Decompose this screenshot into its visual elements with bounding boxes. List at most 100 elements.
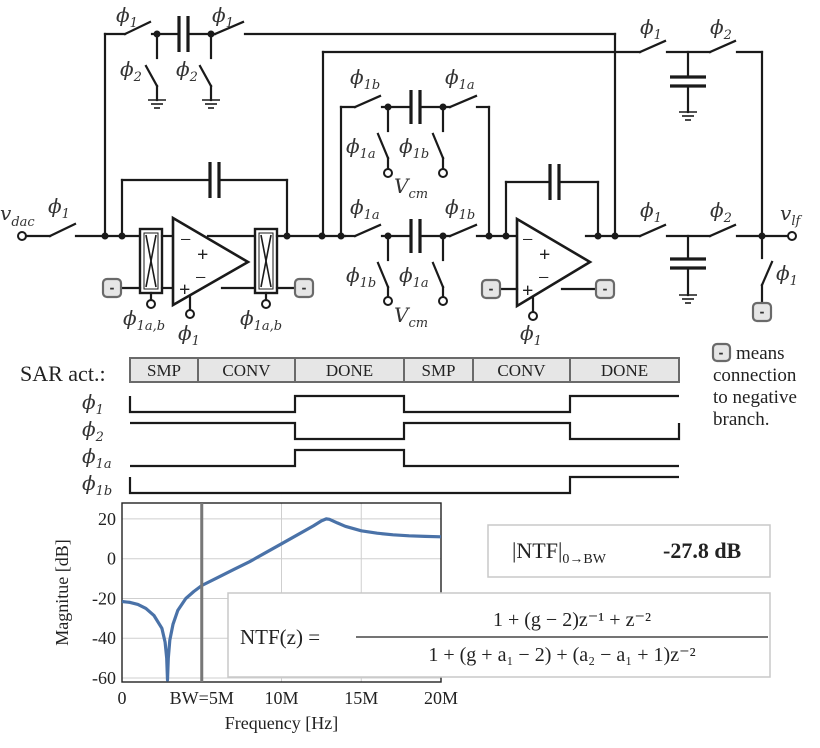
label-phi1a: ϕ1a	[346, 134, 376, 162]
x-axis-label: Frequency [Hz]	[225, 713, 338, 733]
x-tick-label: BW=5M	[170, 688, 234, 708]
opamp-1	[171, 215, 251, 308]
label-phi2: ϕ2	[176, 57, 198, 85]
opamp-2	[515, 216, 593, 309]
label-phi1: ϕ1	[640, 198, 662, 226]
ground-icon	[202, 99, 220, 109]
sar-activity-label: SAR act.:	[20, 361, 106, 386]
x-tick-label: 20M	[424, 688, 458, 708]
ntf-formula-numerator: 1 + (g − 2)z⁻¹ + z⁻²	[493, 609, 651, 631]
legend-note-line: branch.	[713, 409, 769, 430]
sar-state-label: SMP	[147, 361, 181, 380]
svg-text:+: +	[179, 279, 190, 301]
ntf-formula-lhs: NTF(z) =	[240, 625, 320, 649]
y-tick-label: -60	[92, 668, 116, 688]
switch-phi1b-bottom	[448, 223, 478, 238]
y-tick-label: 0	[107, 549, 116, 569]
label-phi1: ϕ1	[776, 261, 798, 289]
label-vcm: Vcm	[394, 174, 428, 202]
switch-phi1-top-left	[123, 20, 152, 36]
negative-branch-icon	[711, 342, 732, 363]
switch-phi1b-top	[353, 94, 382, 109]
svg-text:-: -	[719, 346, 724, 360]
label-phi1ab: ϕ1a,b	[240, 306, 282, 334]
switch-phi1a-top	[448, 94, 478, 109]
inband-ntf-label: |NTF|0→BW	[512, 538, 607, 567]
svg-text:+: +	[539, 244, 550, 266]
svg-text:−: −	[522, 229, 533, 251]
legend-note-line: means	[736, 343, 785, 364]
label-phi1b: ϕ1b	[399, 134, 429, 162]
label-phi1: ϕ1	[640, 15, 662, 43]
label-phi2: ϕ2	[710, 198, 732, 226]
ntf-formula-denominator: 1 + (g + a₁ − 2) + (a₂ − a₁ + 1)z⁻²	[428, 644, 695, 666]
switch-phi2-out-top	[708, 39, 737, 54]
switch-phi1-out-top	[638, 39, 667, 54]
x-tick-label: 10M	[264, 688, 298, 708]
inband-ntf-box: |NTF|0→BW -27.8 dB	[487, 524, 771, 578]
label-phi2: ϕ2	[710, 15, 732, 43]
inband-ntf-value: -27.8 dB	[663, 538, 742, 563]
legend-note-line: to negative	[713, 387, 797, 408]
label-phi1a: ϕ1a	[399, 263, 429, 291]
negative-branch-icon	[751, 301, 773, 323]
svg-text:+: +	[522, 280, 533, 302]
svg-text:-: -	[489, 282, 494, 296]
legend-note-line: connection	[713, 365, 797, 386]
timing-signal-label: ϕ2	[82, 417, 104, 445]
timing-signal-label: ϕ1b	[82, 471, 112, 499]
negative-branch-icon	[480, 278, 502, 300]
label-phi1: ϕ1	[116, 3, 138, 31]
input-terminal	[17, 231, 27, 241]
y-tick-label: 20	[98, 509, 116, 529]
timing-signal-label: ϕ1	[82, 390, 104, 418]
label-phi1ab: ϕ1a,b	[123, 306, 165, 334]
sar-state-label: CONV	[497, 361, 546, 380]
switch-phi1-input	[48, 222, 77, 238]
timing-waveform	[128, 394, 679, 414]
negative-branch-icon	[101, 277, 123, 299]
negative-branch-icon	[594, 278, 616, 300]
timing-signal-label: ϕ1a	[82, 444, 112, 472]
label-phi1: ϕ1	[212, 3, 234, 31]
output-terminal	[787, 231, 797, 241]
svg-text:-: -	[760, 305, 765, 319]
label-phi1: ϕ1	[178, 321, 200, 349]
label-phi1: ϕ1	[520, 321, 542, 349]
switch-phi2-out-bottom	[708, 223, 737, 238]
x-tick-label: 15M	[344, 688, 378, 708]
label-phi1b: ϕ1b	[445, 195, 475, 223]
x-tick-label: 0	[118, 688, 127, 708]
ground-icon	[148, 99, 166, 109]
sar-state-label: DONE	[601, 361, 648, 380]
timing-waveform	[130, 448, 679, 468]
svg-text:−: −	[195, 267, 206, 289]
switch-phi1-out-bottom	[638, 223, 667, 238]
sar-state-label: DONE	[326, 361, 373, 380]
label-phi1a: ϕ1a	[445, 65, 475, 93]
sar-state-label: CONV	[222, 361, 271, 380]
label-phi1b: ϕ1b	[350, 65, 380, 93]
y-tick-label: -20	[92, 588, 116, 608]
svg-text:-: -	[302, 281, 307, 295]
sar-state-cell	[569, 357, 680, 383]
label-vcm: Vcm	[394, 303, 428, 331]
switch-phi1-out-negative	[760, 260, 774, 287]
svg-text:−: −	[180, 229, 191, 251]
switch-phi2-ground-right	[198, 64, 213, 88]
switch-phi1a-bottom	[353, 223, 382, 238]
output-label: vlf	[780, 201, 802, 229]
ground-icon	[679, 294, 697, 304]
negative-branch-icon	[293, 277, 315, 299]
y-axis-label: Magnitue [dB]	[52, 539, 72, 645]
circuit: vdac ϕ1 ϕ1 ϕ1 ϕ2 ϕ2	[0, 3, 802, 430]
y-tick-label: -40	[92, 628, 116, 648]
series-line-ntf	[121, 517, 442, 682]
svg-text:-: -	[603, 282, 608, 296]
input-label: vdac	[0, 201, 35, 230]
label-phi1-input: ϕ1	[48, 194, 70, 222]
